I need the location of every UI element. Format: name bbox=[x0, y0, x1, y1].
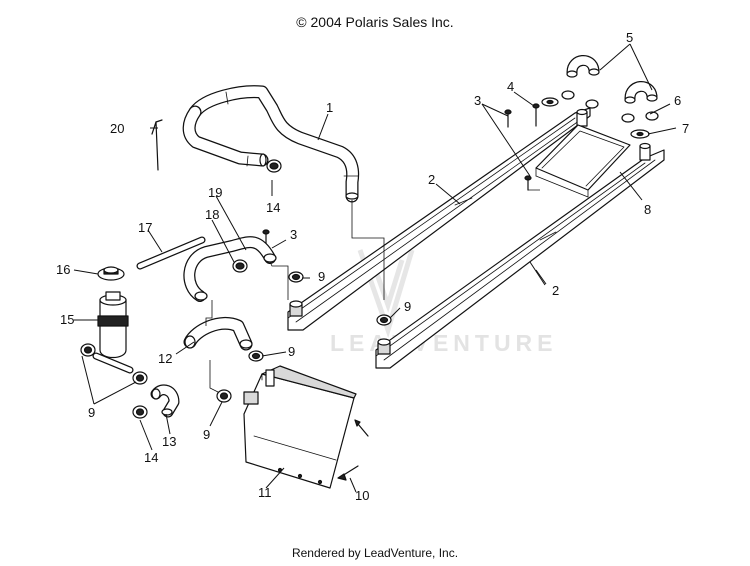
callout-9-d: 9 bbox=[88, 405, 96, 420]
rivet[interactable] bbox=[337, 419, 369, 481]
callout-5: 5 bbox=[626, 30, 634, 45]
small-elbow-hose[interactable] bbox=[150, 384, 180, 418]
callout-14-upper: 14 bbox=[266, 200, 281, 215]
hose-clamp[interactable] bbox=[232, 259, 248, 273]
callout-18: 18 bbox=[205, 207, 220, 222]
watermark-text: LEADVENTURE bbox=[330, 330, 558, 356]
callout-1: 1 bbox=[326, 100, 334, 115]
callout-8: 8 bbox=[644, 202, 652, 217]
callout-17: 17 bbox=[138, 220, 153, 235]
callout-2-upper: 2 bbox=[428, 172, 436, 187]
callout-7: 7 bbox=[682, 121, 690, 136]
callout-6: 6 bbox=[674, 93, 682, 108]
callout-14-lower: 14 bbox=[144, 450, 159, 465]
callout-15: 15 bbox=[60, 312, 75, 327]
hose-clamp[interactable] bbox=[266, 159, 282, 173]
callout-9-e: 9 bbox=[203, 427, 211, 442]
clamp-set[interactable] bbox=[561, 90, 659, 123]
copyright-text: © 2004 Polaris Sales Inc. bbox=[296, 14, 454, 30]
callout-2-lower: 2 bbox=[552, 283, 560, 298]
callout-9-b: 9 bbox=[404, 299, 412, 314]
coolant-hose-large[interactable] bbox=[182, 85, 360, 203]
callout-19: 19 bbox=[208, 185, 223, 200]
callout-9-a: 9 bbox=[318, 269, 326, 284]
callout-12: 12 bbox=[158, 351, 173, 366]
reservoir-cap[interactable] bbox=[97, 266, 125, 281]
heat-exchanger-lower[interactable] bbox=[375, 142, 665, 369]
callout-4: 4 bbox=[507, 79, 515, 94]
hose-clamps-left[interactable] bbox=[80, 271, 392, 419]
callout-16: 16 bbox=[56, 262, 71, 277]
reservoir-hose-stub[interactable] bbox=[92, 352, 134, 374]
callout-3-left: 3 bbox=[290, 227, 298, 242]
formed-hose[interactable] bbox=[183, 236, 277, 302]
callout-10: 10 bbox=[355, 488, 370, 503]
leader-lines bbox=[73, 43, 677, 493]
washer[interactable] bbox=[541, 97, 650, 139]
callout-11: 11 bbox=[258, 485, 272, 500]
coolant-reservoir[interactable] bbox=[97, 291, 129, 359]
rod[interactable] bbox=[151, 119, 163, 171]
cover-shield[interactable] bbox=[243, 365, 357, 489]
assembly-lines bbox=[205, 178, 540, 393]
footer-text: Rendered by LeadVenture, Inc. bbox=[291, 546, 459, 560]
callout-3-right: 3 bbox=[474, 93, 482, 108]
callout-13: 13 bbox=[162, 434, 177, 449]
heat-exchanger-upper[interactable] bbox=[287, 107, 591, 331]
overflow-hose[interactable] bbox=[136, 236, 206, 270]
u-hose-lower[interactable] bbox=[624, 81, 658, 104]
u-hose-upper[interactable] bbox=[566, 55, 600, 78]
elbow-hose[interactable] bbox=[183, 316, 253, 351]
heat-exchanger-plate[interactable] bbox=[535, 124, 631, 198]
callout-9-c: 9 bbox=[288, 344, 296, 359]
callout-20: 20 bbox=[110, 121, 125, 136]
